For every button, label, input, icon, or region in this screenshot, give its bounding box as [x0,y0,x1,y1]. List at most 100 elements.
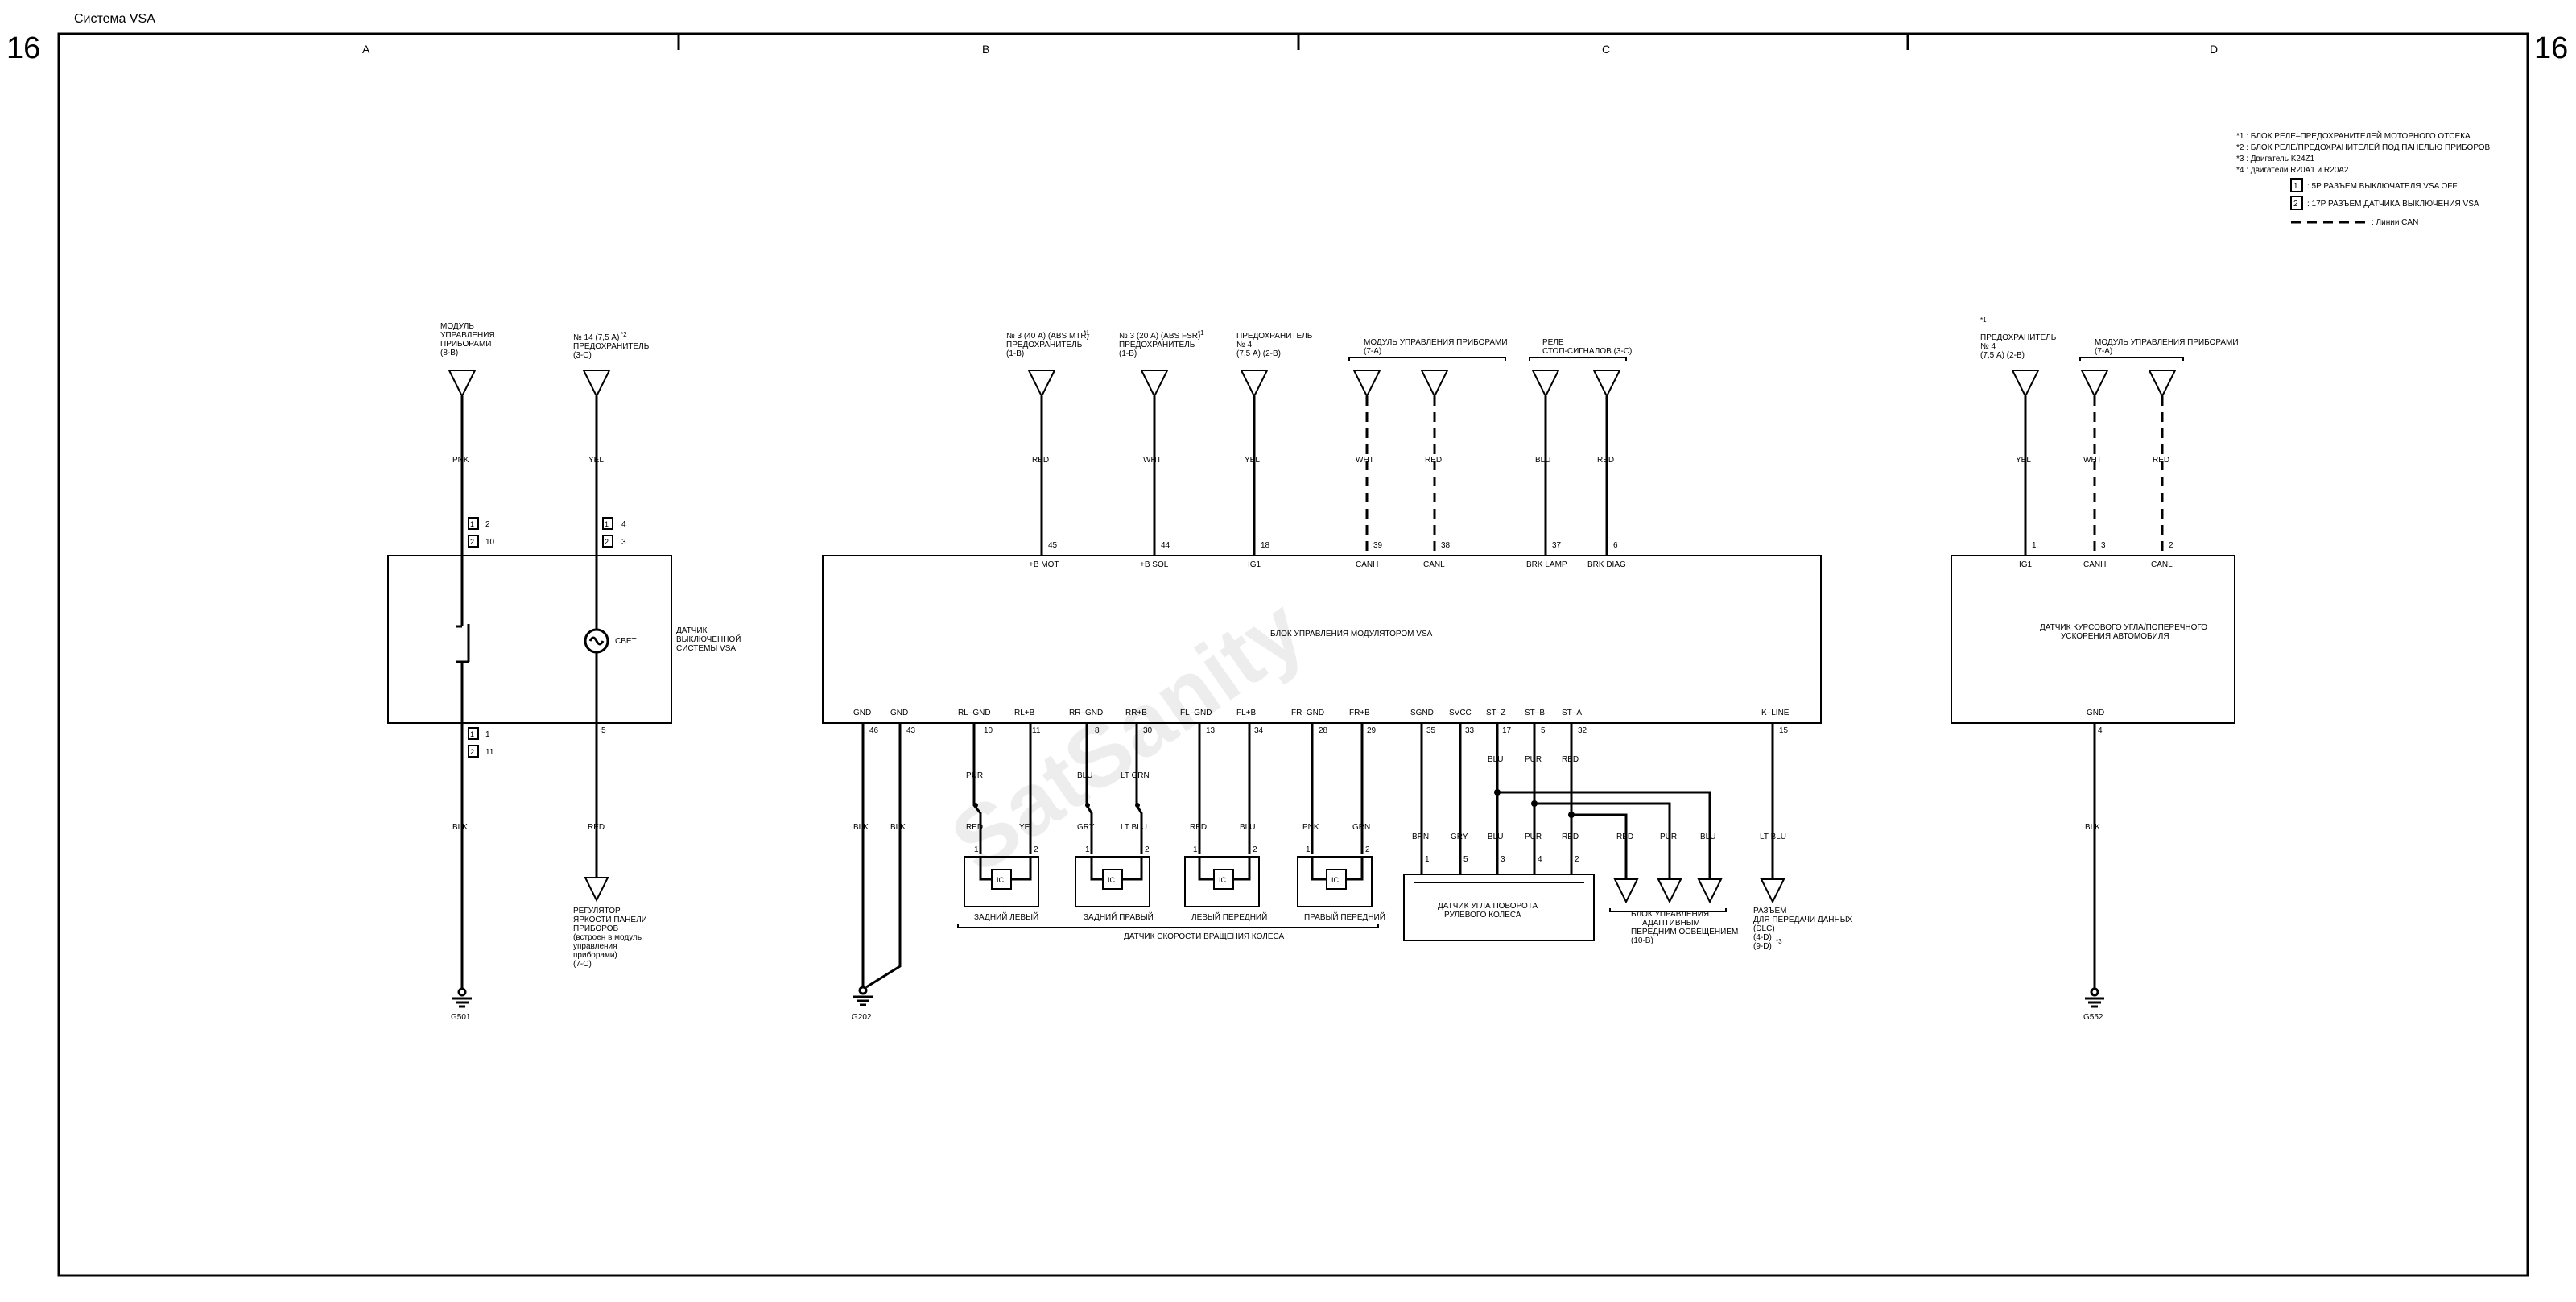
afs-label-l2: АДАПТИВНЫМ [1642,919,1700,928]
d-gnd-pin: 4 [2098,726,2103,735]
sensor-label-rr: ЗАДНИЙ ПРАВЫЙ [1084,911,1154,922]
d-src1-note: *1 [1980,316,1987,324]
connector-triangle [1613,878,1639,904]
b-src2-l1: № 3 (20 А) (ABS FSR) [1119,332,1200,341]
steer-pin-1: 5 [1463,855,1468,864]
bracket [957,924,1379,928]
b-bot-label-3: RL+B [1014,709,1035,717]
b-low-wire-14: RED [1562,833,1579,841]
dlc-label-l2: ДЛЯ ПЕРЕДАЧИ ДАННЫХ [1753,916,1853,924]
connector-triangle [1592,370,1621,399]
a-dimmer-l2: ЯРКОСТИ ПАНЕЛИ [573,916,647,924]
b-mid-wire-0: PUR [966,771,983,780]
pin-box-2 [602,535,613,548]
b-low-wire-9: GRN [1352,823,1370,832]
a-wire2-label: YEL [588,456,604,465]
connector-triangle [1531,370,1560,399]
legend-box-1-text: : 5P РАЗЪЕМ ВЫКЛЮЧАТЕЛЯ VSA OFF [2307,182,2457,191]
dlc-label-l1: РАЗЪЕМ [1753,907,1787,916]
legend-note-4: *4 : двигатели R20A1 и R20A2 [2236,166,2349,175]
b-bot-pin-15: 15 [1779,726,1789,735]
d-src2-l1: МОДУЛЬ УПРАВЛЕНИЯ ПРИБОРАМИ [2095,338,2239,347]
a-wire4-label: RED [588,823,605,832]
b-bot-label-7: FL+B [1236,709,1257,717]
a-src1-l4: (8-B) [440,349,458,358]
wheel-sensor-fl: IC 1 2 ЛЕВЫЙ ПЕРЕДНИЙ [1184,845,1267,922]
b-top-wire-2: YEL [1245,456,1260,465]
b-low-wire-0: BLK [853,823,869,832]
a-pin-1: 1 [485,730,490,739]
b-src3-l1: ПРЕДОХРАНИТЕЛЬ [1236,332,1313,341]
b-bot-pin-3: 11 [1032,726,1041,735]
a-lamp-label: СВЕТ [615,637,637,646]
b-low-wire-2: RED [966,823,983,832]
b-top-pin-1: 44 [1161,541,1170,550]
b-low-wire-17: BLU [1700,833,1715,841]
steer-pin-2: 3 [1501,855,1505,864]
page-number-left: 16 [6,31,40,65]
b-bot-pin-12: 17 [1502,726,1512,735]
a-dimmer-l7: (7-C) [573,960,592,969]
b-bot-label-8: FR–GND [1291,709,1324,717]
connector-triangle [584,877,609,903]
splice-dot [1494,789,1501,796]
d-wire-1: WHT [2083,456,2102,465]
b-bot-pin-5: 30 [1143,726,1153,735]
ic-label: IC [1108,876,1116,884]
sensor-label-rl: ЗАДНИЙ ЛЕВЫЙ [974,911,1038,922]
b-top-label-3: CANH [1356,560,1378,569]
a-pin-5: 5 [601,726,606,735]
steer-pin-3: 4 [1538,855,1542,864]
b-bot-label-14: ST–A [1562,709,1582,717]
b-bot-pin-11: 33 [1465,726,1475,735]
b-bot-pin-9: 29 [1367,726,1377,735]
pin-box-num: 2 [605,538,609,546]
pin-box-1 [602,517,613,530]
b-low-wire-7: BLU [1240,823,1255,832]
b-ground-label: G202 [852,1013,872,1022]
b-top-pin-6: 6 [1613,541,1618,550]
wire-branch-blu [1497,791,1711,879]
a-wire3-label: BLK [452,823,468,832]
dlc-label-l5: (9-D) [1753,942,1772,951]
legend-box-2 [2290,196,2303,210]
d-label-1: CANH [2083,560,2106,569]
dlc-label-l4: (4-D) [1753,933,1772,942]
a-pin-4: 4 [621,520,626,529]
section-label-c: C [1602,43,1610,56]
section-label-d: D [2210,43,2218,56]
b-bot-label-6: FL–GND [1180,709,1212,717]
b-top-wire-5: BLU [1535,456,1550,465]
wire-internal [1198,857,1214,881]
b-low-wire-4: GRY [1077,823,1095,832]
b-bot-pin-6: 13 [1206,726,1216,735]
b-bot-label-10: SGND [1410,709,1434,717]
splice-dot [1531,800,1538,807]
a-src1-l1: МОДУЛЬ [440,322,474,331]
b-bot-pin-8: 28 [1319,726,1328,735]
b-top-wire-0: RED [1032,456,1049,465]
b-mid-wire-5: RED [1562,755,1579,764]
d-unit-l2: УСКОРЕНИЯ АВТОМОБИЛЯ [2061,632,2169,641]
section-d: *1 ПРЕДОХРАНИТЕЛЬ № 4 (7,5 А) (2-B) МОДУ… [1951,316,2239,1022]
ic-label: IC [1331,876,1340,884]
a-dimmer-l4: (встроен в модуль [573,933,642,942]
b-top-wire-4: RED [1425,456,1442,465]
b-bot-pin-13: 5 [1541,726,1546,735]
b-mid-wire-4: PUR [1525,755,1542,764]
section-b: № 3 (40 А) (ABS MTR) ПРЕДОХРАНИТЕЛЬ (1-B… [822,329,1853,1022]
b-src4-l2: (7-A) [1364,347,1381,356]
a-pin-11: 11 [485,748,494,757]
b-low-wire-8: PNK [1302,823,1319,832]
vsa-off-switch-box [387,555,672,724]
d-label-0: IG1 [2019,560,2033,569]
dlc-label-l3: (DLC) [1753,924,1775,933]
b-mid-wire-1: BLU [1077,771,1092,780]
b-bot-label-12: ST–Z [1486,709,1505,717]
sensor-pin: 1 [1193,845,1198,854]
d-pin-0: 1 [2032,541,2037,550]
a-src2-l2: ПРЕДОХРАНИТЕЛЬ [573,342,650,351]
bracket [2079,357,2184,361]
b-top-label-2: IG1 [1248,560,1261,569]
d-ground-label: G552 [2083,1013,2103,1022]
